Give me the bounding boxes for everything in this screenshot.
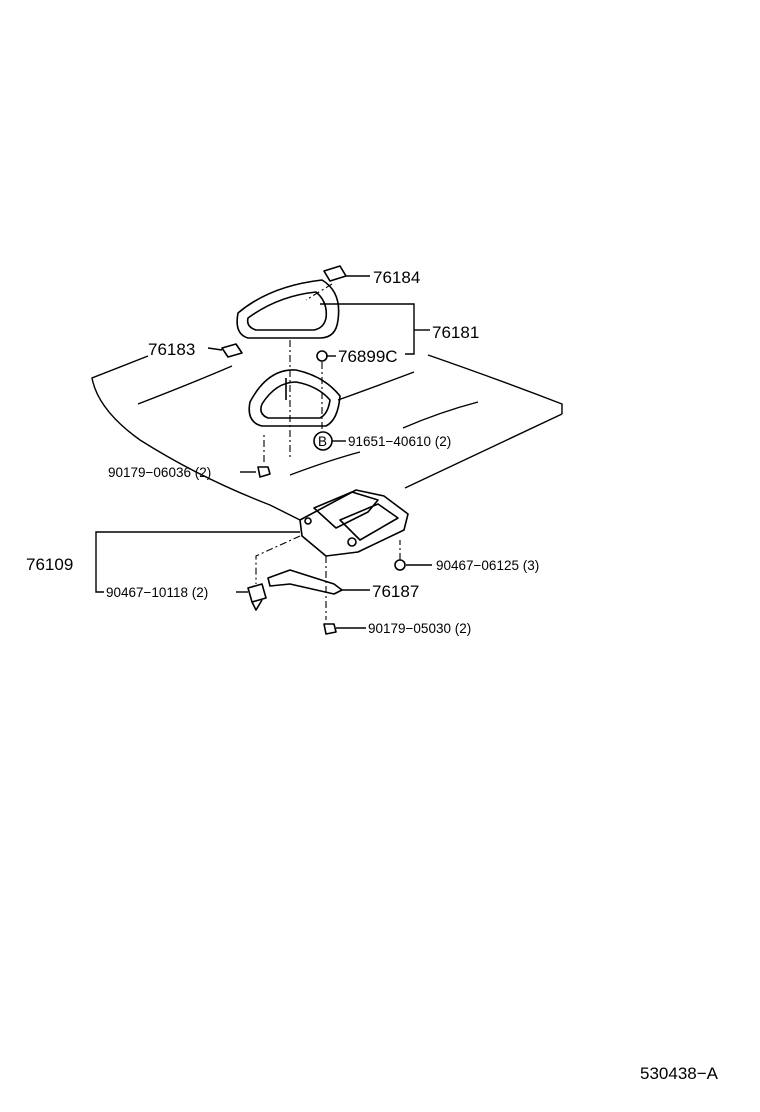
assembly-lines [255,283,401,620]
callout-90179-05030: 90179−05030 (2) [368,621,471,636]
grommet-76899c [316,350,328,362]
clip-76183 [221,343,243,358]
clip-90467-10118 [247,583,267,611]
ref-b-marker: B [313,431,333,451]
callout-76109: 76109 [26,555,73,574]
callout-76187: 76187 [372,582,419,601]
callout-90179-06036: 90179−06036 (2) [108,465,211,480]
callout-76184: 76184 [373,268,420,287]
body-outline [91,354,563,521]
bezel-upper [236,279,340,339]
callout-90467-10118: 90467−10118 (2) [106,585,208,600]
strap-76187 [267,569,343,595]
bolt-90467-06125 [394,559,406,571]
callout-76181: 76181 [432,323,479,342]
callout-91651-40610: 91651−40610 (2) [348,434,451,449]
ref-b-letter: B [318,434,327,449]
callout-76183: 76183 [148,340,195,359]
bracket-76109 [299,489,409,557]
callout-90467-06125: 90467−06125 (3) [436,558,539,573]
drawing-code: 530438−A [640,1064,719,1083]
nut-90179-05030 [323,623,337,635]
clip-76184 [323,265,347,282]
callout-76899c: 76899C [338,347,398,366]
leader-lines [95,275,432,629]
bezel-lower [248,369,341,427]
nut-90179-06036 [257,466,271,478]
